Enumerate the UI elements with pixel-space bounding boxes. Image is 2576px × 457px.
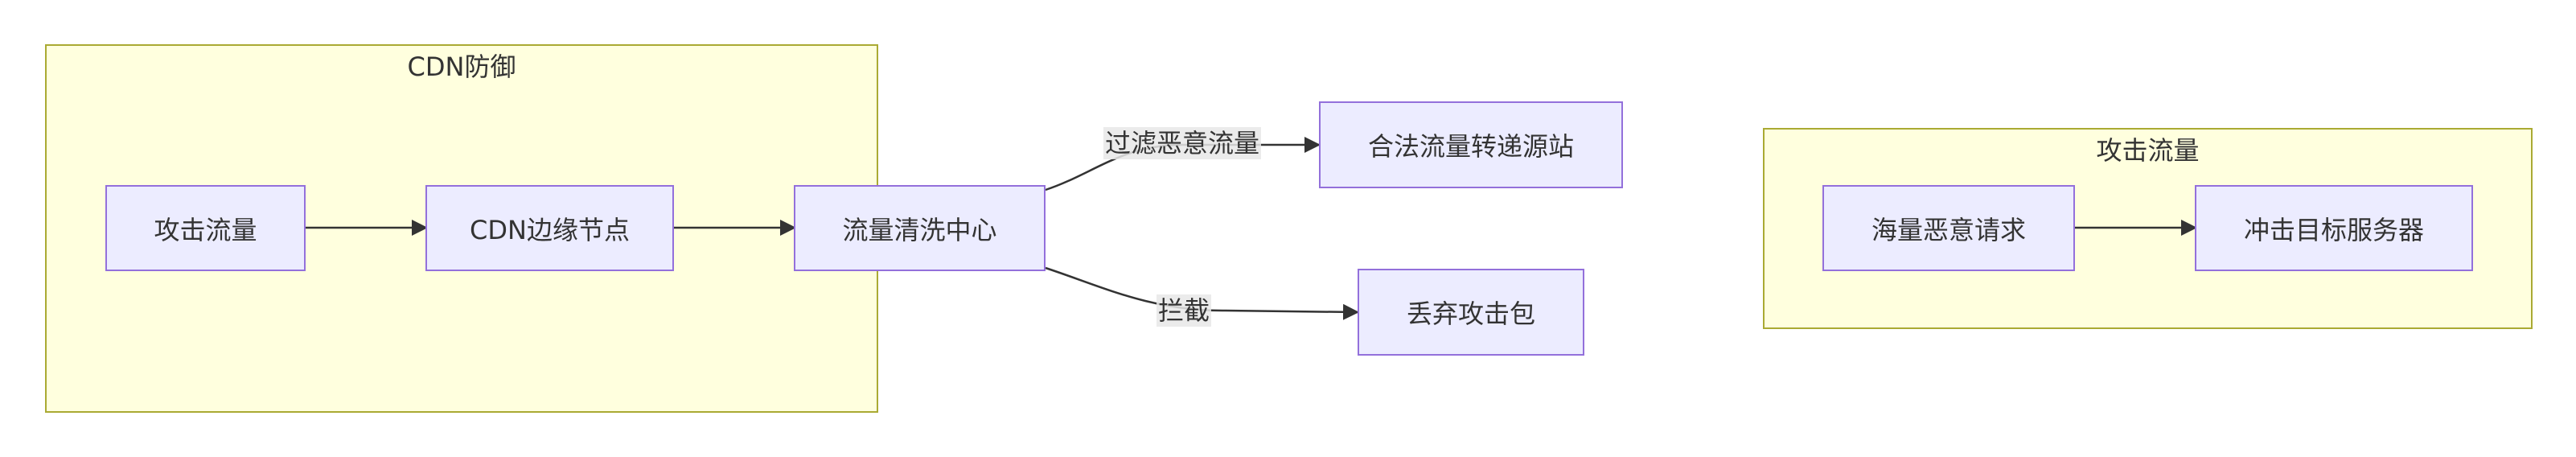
- node-cdn-edge: CDN边缘节点: [425, 185, 674, 271]
- edge-label-filter: 过滤恶意流量: [1103, 127, 1262, 159]
- cdn-defense-cluster-title: CDN防御: [407, 51, 516, 82]
- node-forward-origin: 合法流量转递源站: [1319, 101, 1623, 188]
- node-attack-traffic: 攻击流量: [105, 185, 306, 271]
- edge-label-block: 拦截: [1157, 294, 1212, 327]
- node-scrubbing-center: 流量清洗中心: [794, 185, 1046, 271]
- node-drop-attack: 丢弃攻击包: [1358, 269, 1584, 356]
- node-malicious-requests: 海量恶意请求: [1822, 185, 2075, 271]
- node-target-server: 冲击目标服务器: [2195, 185, 2473, 271]
- attack-traffic-cluster-title: 攻击流量: [2096, 135, 2200, 166]
